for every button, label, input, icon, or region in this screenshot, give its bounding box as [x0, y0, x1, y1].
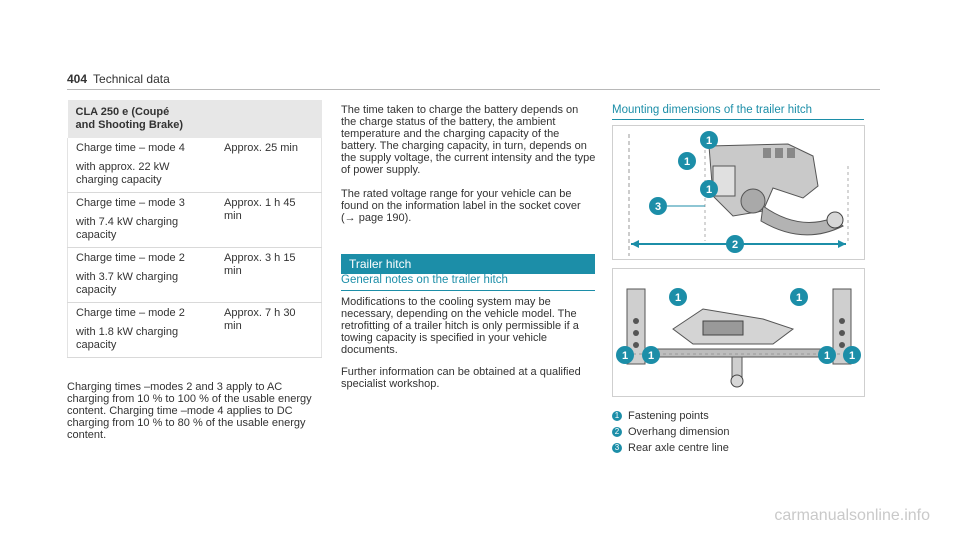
watermark: carmanualsonline.info [774, 507, 930, 524]
charging-time-table: CLA 250 e (Coupé and Shooting Brake) Cha… [67, 100, 322, 358]
section-title: Technical data [93, 72, 170, 86]
row-mode: Charge time – mode 4 [76, 142, 185, 154]
callout-1-label: 1 [706, 184, 712, 196]
table-title-line2: and Shooting Brake) [75, 119, 184, 131]
callout-1-label: 1 [849, 350, 855, 362]
legend-number: 1 [612, 411, 622, 422]
page-number: 404 [67, 72, 88, 86]
voltage-paragraph: The rated voltage range for your vehicle… [341, 188, 581, 224]
row-detail: with 7.4 kW charging [76, 216, 179, 228]
row-detail: capacity [76, 229, 117, 241]
callout-1-label: 1 [622, 350, 628, 362]
table-title-line1: CLA 250 e (Coupé [75, 106, 170, 118]
row-detail: with approx. 22 kW [76, 161, 170, 173]
table-row: Charge time – mode 2 with 1.8 kW chargin… [67, 302, 322, 358]
row-detail: capacity [76, 339, 117, 351]
page-header: 404 Technical data [67, 72, 170, 86]
callout-1-marker: 1 [700, 180, 718, 198]
callout-2-marker: 2 [726, 235, 744, 253]
charge-time-paragraph: The time taken to charge the battery dep… [341, 104, 596, 176]
callout-1-label: 1 [824, 350, 830, 362]
legend-item: 2 Overhang dimension [612, 426, 730, 438]
callout-3-marker: 3 [649, 197, 667, 215]
legend-label: Rear axle centre line [628, 442, 729, 454]
row-time: Approx. 7 h 30 min [214, 302, 322, 358]
callout-1-marker: 1 [669, 288, 687, 306]
callout-1-label: 1 [684, 156, 690, 168]
modifications-paragraph: Modifications to the cooling system may … [341, 296, 579, 356]
trailer-hitch-rear-view-figure: 1 1 1 1 1 1 [612, 268, 865, 397]
legend-label: Fastening points [628, 410, 709, 422]
legend-number: 2 [612, 427, 622, 438]
row-detail: with 3.7 kW charging [76, 271, 179, 283]
callout-1-label: 1 [675, 292, 681, 304]
row-time: Approx. 3 h 15 min [214, 247, 322, 303]
side-view-illustration: 1 1 1 3 2 [628, 131, 849, 256]
section-banner: Trailer hitch [341, 254, 595, 274]
row-time: Approx. 1 h 45 min [214, 192, 322, 248]
callout-1-label: 1 [706, 135, 712, 147]
row-detail: with 1.8 kW charging [76, 326, 179, 338]
subheading-general-notes: General notes on the trailer hitch [341, 274, 508, 286]
row-mode: Charge time – mode 2 [76, 252, 185, 264]
legend-label: Overhang dimension [628, 426, 730, 438]
subheading-underline [612, 119, 864, 120]
row-mode: Charge time – mode 2 [76, 307, 185, 319]
legend-number: 3 [612, 443, 622, 454]
header-divider [67, 89, 880, 90]
row-detail: charging capacity [76, 174, 162, 186]
rear-view-illustration: 1 1 1 1 1 1 [616, 288, 861, 388]
callout-1-marker: 1 [790, 288, 808, 306]
workshop-paragraph: Further information can be obtained at a… [341, 366, 581, 390]
table-header: CLA 250 e (Coupé and Shooting Brake) [67, 100, 322, 138]
charging-note: Charging times –modes 2 and 3 apply to A… [67, 381, 312, 441]
row-time: Approx. 25 min [214, 138, 322, 193]
callout-1-marker: 1 [642, 346, 660, 364]
callout-1-marker: 1 [818, 346, 836, 364]
table-row: Charge time – mode 4 with approx. 22 kW … [67, 138, 322, 193]
callout-1-marker: 1 [616, 346, 634, 364]
legend-item: 1 Fastening points [612, 410, 709, 422]
row-mode: Charge time – mode 3 [76, 197, 185, 209]
row-detail: capacity [76, 284, 117, 296]
table-row: Charge time – mode 2 with 3.7 kW chargin… [67, 247, 322, 303]
callout-1-marker: 1 [843, 346, 861, 364]
callout-1-marker: 1 [678, 152, 696, 170]
subheading-underline [341, 290, 595, 291]
callout-1-label: 1 [796, 292, 802, 304]
callout-1-marker: 1 [700, 131, 718, 149]
callout-3-label: 3 [655, 201, 661, 213]
table-row: Charge time – mode 3 with 7.4 kW chargin… [67, 192, 322, 248]
trailer-hitch-side-view-figure: 1 1 1 3 2 [612, 125, 865, 260]
subheading-mounting-dimensions: Mounting dimensions of the trailer hitch [612, 104, 813, 116]
legend-item: 3 Rear axle centre line [612, 442, 729, 454]
callout-2-label: 2 [732, 239, 738, 251]
callout-1-label: 1 [648, 350, 654, 362]
